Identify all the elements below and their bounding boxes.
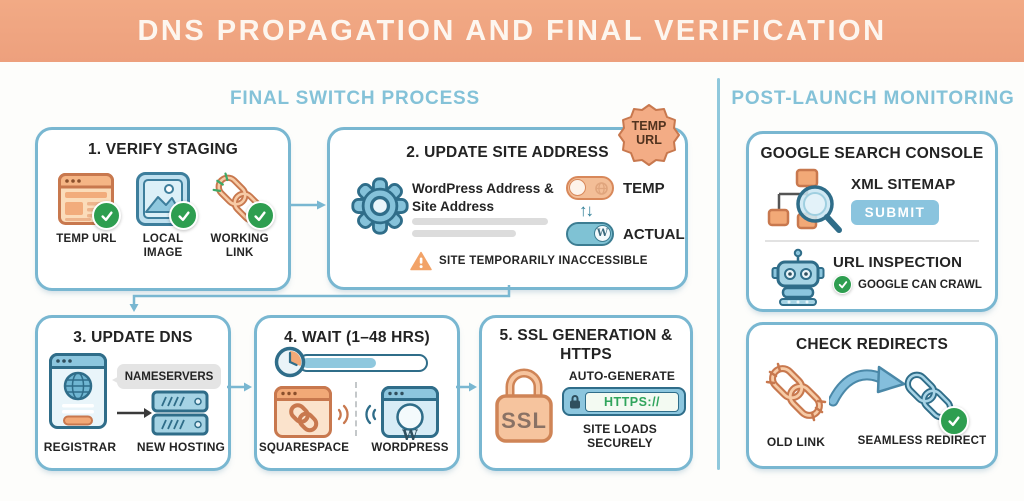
dashed-divider <box>355 382 357 436</box>
temp-toggle-label: TEMP <box>623 179 665 197</box>
step2-update-site-address-card: 2. UPDATE SITE ADDRESS WordPress Address… <box>327 127 688 290</box>
page-title: DNS PROPAGATION AND FINAL VERIFICATION <box>137 14 887 47</box>
section-divider <box>717 78 720 470</box>
toggle-group: TEMP ↑↓ W ACTUAL <box>566 176 685 246</box>
signal-out-icon <box>337 404 349 425</box>
browser-icon <box>57 170 122 230</box>
warning-text: SITE TEMPORARILY INACCESSIBLE <box>439 255 648 267</box>
hosting-label: NEW HOSTING <box>136 440 226 454</box>
check-icon <box>833 275 852 294</box>
step1-item-label: WORKING LINK <box>210 233 269 259</box>
squarespace-browser-icon <box>274 386 332 443</box>
step3-title: 3. UPDATE DNS <box>73 329 193 346</box>
step2-title: 2. UPDATE SITE ADDRESS <box>406 144 609 161</box>
left-section-title: FINAL SWITCH PROCESS <box>230 88 480 109</box>
list-item: LOCAL IMAGE <box>125 170 202 260</box>
robot-icon <box>771 248 825 311</box>
secure-label: SITE LOADS SECURELY <box>582 422 657 451</box>
step4-title: 4. WAIT (1–48 HRS) <box>284 329 430 346</box>
image-icon <box>134 170 198 230</box>
auto-generate-label: AUTO-GENERATE <box>568 369 676 383</box>
list-item: WORKING LINK <box>201 170 278 260</box>
old-link-label: OLD LINK <box>766 435 826 449</box>
search-console-card: GOOGLE SEARCH CONSOLE XML SITEMAP SUBMIT <box>746 131 998 312</box>
wordpress-label: WORDPRESS <box>371 442 449 454</box>
squarespace-label: SQUARESPACE <box>259 442 350 454</box>
temp-url-badge: TEMP URL <box>618 104 680 166</box>
address-bar: HTTPS:// <box>562 387 686 416</box>
step1-item-label: LOCAL IMAGE <box>142 233 184 259</box>
step1-item-label: TEMP URL <box>56 233 117 245</box>
toggle-knob <box>569 179 586 196</box>
url-inspection-label: URL INSPECTION <box>833 254 963 271</box>
header-banner: DNS PROPAGATION AND FINAL VERIFICATION <box>0 0 1024 62</box>
lock-icon <box>570 395 580 409</box>
check-icon <box>169 201 198 230</box>
starburst-icon <box>618 104 680 166</box>
clock-icon <box>274 346 306 378</box>
step3-update-dns-card: 3. UPDATE DNS NAMESERVERS <box>35 315 231 471</box>
check-redirects-card: CHECK REDIRECTS <box>746 322 998 469</box>
check-icon <box>939 406 969 436</box>
progress-bar <box>298 354 428 372</box>
step1-title: 1. VERIFY STAGING <box>87 141 239 158</box>
https-url: HTTPS:// <box>585 391 679 412</box>
warning-icon <box>410 251 432 271</box>
nameservers-bubble: NAMESERVERS <box>112 364 221 389</box>
crawl-label: GOOGLE CAN CRAWL <box>858 278 982 291</box>
wordpress-logo-glyph: W <box>402 428 418 444</box>
wordpress-browser-icon: W <box>381 386 439 444</box>
redirects-title: CHECK REDIRECTS <box>796 336 948 353</box>
globe-icon <box>595 181 608 195</box>
old-link-icon <box>765 359 827 430</box>
signal-in-icon <box>365 404 377 425</box>
check-icon <box>92 201 122 230</box>
address-field-label: WordPress Address & Site Address <box>412 181 554 214</box>
wordpress-knob-icon: W <box>594 225 611 242</box>
badge-text: TEMP URL <box>631 119 667 147</box>
submit-button[interactable]: SUBMIT <box>851 200 939 225</box>
arrow-right-icon <box>117 408 152 418</box>
step4-wait-card: 4. WAIT (1–48 HRS) <box>254 315 460 471</box>
crawl-status: GOOGLE CAN CRAWL <box>833 275 982 294</box>
right-section-title: POST-LAUNCH MONITORING <box>731 88 1015 109</box>
sitemap-icon <box>765 168 847 241</box>
step5-title: 5. SSL GENERATION & HTTPS <box>499 327 673 363</box>
step5-ssl-card: 5. SSL GENERATION & HTTPS SSL AUTO-GENER… <box>479 315 693 471</box>
link-icon <box>211 170 275 230</box>
ssl-padlock-icon: SSL <box>495 364 553 444</box>
swap-arrows-icon: ↑↓ <box>579 201 594 220</box>
step1-verify-staging-card: 1. VERIFY STAGING <box>35 127 291 291</box>
registrar-browser-icon <box>49 353 107 434</box>
server-icon <box>151 390 211 443</box>
placeholder-bar <box>412 230 516 237</box>
list-item: TEMP URL <box>48 170 125 260</box>
placeholder-bar <box>412 218 548 225</box>
warning-row: SITE TEMPORARILY INACCESSIBLE <box>410 251 648 271</box>
card-divider <box>765 240 979 242</box>
progress-fill <box>302 358 376 368</box>
step1-items: TEMP URL LOCAL IMAGE <box>48 170 278 260</box>
redirect-arrow-icon <box>829 365 906 407</box>
actual-toggle-label: ACTUAL <box>623 225 685 243</box>
check-icon <box>245 201 275 230</box>
xml-sitemap-label: XML SITEMAP <box>851 176 956 193</box>
actual-toggle[interactable]: W <box>566 222 614 246</box>
search-console-title: GOOGLE SEARCH CONSOLE <box>760 145 984 162</box>
new-link-icon <box>901 365 969 436</box>
registrar-label: REGISTRAR <box>43 440 117 454</box>
ssl-label: SSL <box>501 408 547 433</box>
new-link-label: SEAMLESS REDIRECT <box>857 435 987 447</box>
temp-toggle[interactable] <box>566 176 614 200</box>
gear-icon <box>350 176 410 241</box>
